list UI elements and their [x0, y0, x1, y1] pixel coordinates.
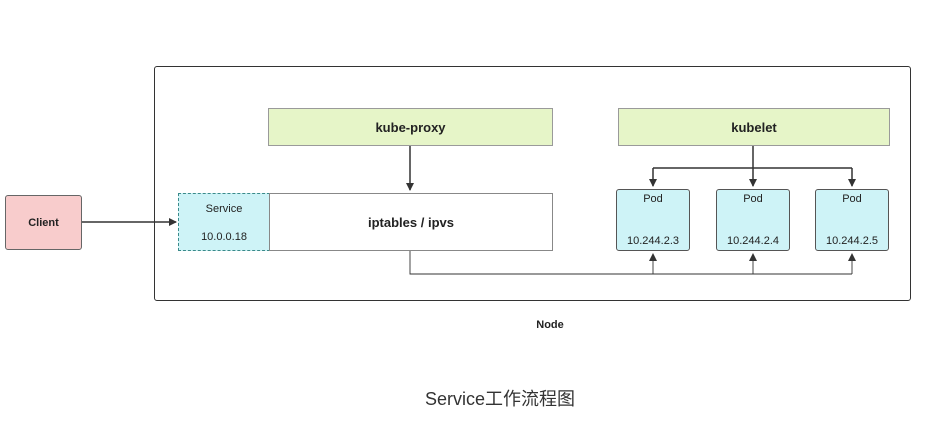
figure-caption: Service工作流程图: [424, 389, 576, 409]
iptables-box: iptables / ipvs: [269, 193, 553, 251]
iptables-bus-line: [409, 251, 852, 275]
pod-ip: 10.244.2.4: [727, 235, 779, 247]
pod-title: Pod: [842, 193, 862, 205]
pod-box: Pod 10.244.2.5: [815, 189, 889, 251]
pod-ip: 10.244.2.3: [627, 235, 679, 247]
client-box: Client: [5, 195, 82, 250]
pod-box: Pod 10.244.2.4: [716, 189, 790, 251]
kubelet-label: kubelet: [731, 119, 777, 135]
kube-proxy-box: kube-proxy: [268, 108, 553, 146]
node-label: Node: [536, 319, 564, 331]
pod-box: Pod 10.244.2.3: [616, 189, 690, 251]
pod-ip: 10.244.2.5: [826, 235, 878, 247]
pod-title: Pod: [743, 193, 763, 205]
service-ip: 10.0.0.18: [201, 231, 247, 243]
client-label: Client: [28, 216, 59, 229]
pod-title: Pod: [643, 193, 663, 205]
service-title: Service: [205, 203, 243, 215]
node-frame: [154, 66, 911, 301]
kube-proxy-label: kube-proxy: [375, 119, 446, 135]
kubelet-box: kubelet: [618, 108, 890, 146]
iptables-label: iptables / ipvs: [368, 214, 454, 230]
